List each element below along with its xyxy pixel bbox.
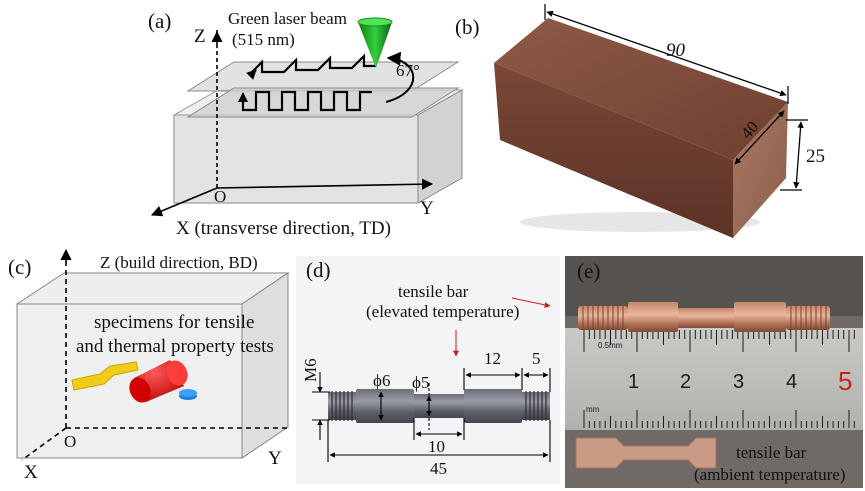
panel-c-label: (c) — [8, 255, 31, 279]
dim-length-90: 90 — [666, 40, 686, 61]
ruler-mm-label: mm — [586, 405, 600, 414]
laser-cone-icon — [358, 22, 392, 68]
copper-block-front — [494, 63, 733, 238]
a-axis-z-label: Z — [194, 26, 206, 47]
build-box-top — [15, 272, 290, 305]
shoulder-left — [356, 389, 414, 423]
dim-45: 45 — [430, 459, 447, 478]
dim-height-25: 25 — [806, 146, 825, 167]
shoulder-right — [464, 389, 522, 423]
dim-phi5: ϕ5 — [412, 373, 429, 392]
a-axis-x-label: X (transverse direction, TD) — [176, 218, 391, 239]
thread-right — [522, 392, 550, 420]
c-x-axis — [21, 427, 67, 461]
dim-5: 5 — [532, 349, 541, 368]
c-axis-y-label: Y — [268, 448, 282, 469]
panel-b-label: (b) — [455, 15, 480, 39]
scan-path-upper — [249, 53, 376, 75]
x-axis — [150, 187, 218, 217]
specimens-caption-line2: and thermal property tests — [76, 336, 274, 357]
dim-90-line — [546, 10, 787, 97]
ruler-number-2: 2 — [680, 371, 691, 393]
steel-ruler — [565, 328, 863, 430]
thread-left — [328, 392, 356, 420]
dim-40-line — [734, 110, 785, 165]
ruler-number-5: 5 — [838, 366, 852, 396]
thread-lines — [331, 391, 547, 421]
panel-b: (b) 90 40 25 — [455, 4, 825, 238]
rotation-arrow-icon — [385, 51, 415, 103]
panel-d: (d) tensile bar (elevated temperature) M… — [296, 256, 560, 484]
dim-12: 12 — [484, 349, 501, 368]
scan-path-lower — [241, 90, 372, 112]
c-axis-x-label: X — [24, 462, 38, 483]
lower-layer-plane — [186, 87, 460, 118]
d-dimension-lines — [312, 368, 551, 462]
d-title-line1: tensile bar — [398, 282, 469, 301]
ruler-small-label: 0.5mm — [598, 341, 623, 350]
c-axis-z-label: Z (build direction, BD) — [100, 253, 258, 272]
cylinder-specimen-red — [129, 360, 188, 403]
laser-cone-top — [357, 17, 393, 27]
dim-phi6: ϕ6 — [373, 371, 390, 390]
dim-thread-m6: M6 — [301, 358, 320, 382]
panel-a: (a) Green laser beam (515 nm) 67° Z Y O … — [148, 9, 464, 239]
beam-label-line2: (515 nm) — [232, 30, 295, 49]
y-axis — [216, 178, 434, 190]
a-axis-y-label: Y — [420, 198, 434, 219]
copper-threaded-bar — [578, 302, 830, 332]
e-caption-line2: (ambient temperature) — [694, 465, 846, 484]
build-box-side — [241, 272, 289, 459]
rotation-angle: 67° — [396, 61, 420, 80]
panel-e-label: (e) — [577, 259, 600, 283]
d-pointer-arrow-right — [511, 297, 551, 308]
panel-d-label: (d) — [306, 258, 331, 282]
gauge-section — [414, 394, 464, 418]
panel-a-label: (a) — [148, 9, 171, 33]
specimens-caption-line1: specimens for tensile — [94, 312, 254, 333]
dim-25-line — [793, 121, 804, 189]
panel-c: (c) Z (build direction, BD) specimens fo… — [8, 248, 290, 483]
dim-10: 10 — [428, 437, 445, 456]
a-origin-label: O — [214, 187, 226, 206]
panel-d-background — [296, 256, 560, 484]
ruler-number-4: 4 — [786, 371, 797, 393]
beam-label-line1: Green laser beam — [228, 9, 347, 28]
block-side-face — [417, 89, 463, 204]
d-title-line2: (elevated temperature) — [366, 302, 519, 321]
scan-path-upper-arrow — [246, 69, 257, 80]
panel-e: 0.5mm mm 1 2 3 4 5 — [565, 256, 863, 488]
ruler-number-1: 1 — [628, 371, 639, 393]
ruler-number-3: 3 — [733, 371, 744, 393]
copper-flat-dogbone — [575, 437, 717, 469]
tensile-specimen-yellow — [71, 361, 139, 391]
disc-specimen-blue — [179, 389, 197, 400]
e-caption-line1: tensile bar — [736, 443, 807, 462]
c-origin-label: O — [64, 432, 76, 451]
